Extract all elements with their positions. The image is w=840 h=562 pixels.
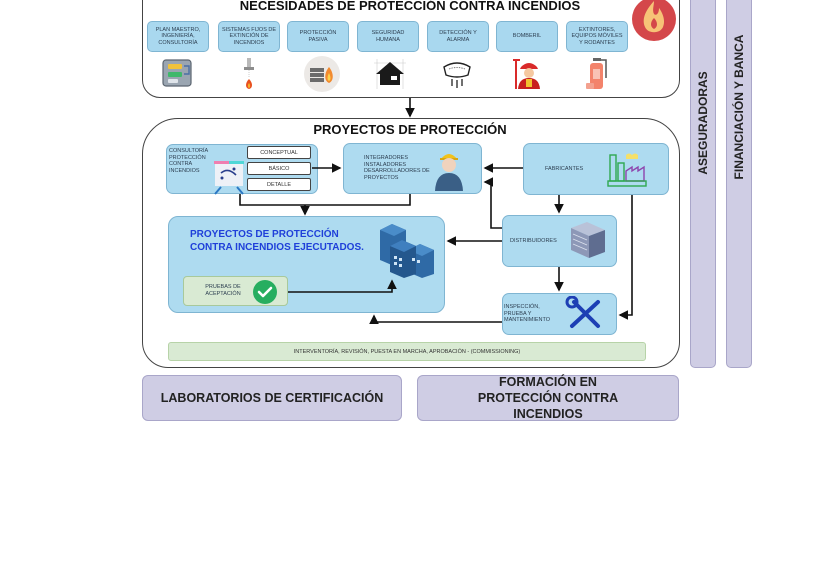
integrators-box	[343, 143, 482, 194]
arrow-manufacturers-to-inspection	[618, 195, 633, 320]
need-item-bomberil: BOMBERIL	[496, 21, 558, 52]
training-box: FORMACIÓN EN PROTECCIÓN CONTRA INCENDIOS	[417, 375, 679, 421]
need-item-seguridad-humana: SEGURIDAD HUMANA	[357, 21, 419, 52]
line-consulting-down	[239, 194, 411, 206]
manufacturers-label: FABRICANTES	[545, 166, 584, 172]
distributors-label: DISTRIBUIDORES	[510, 238, 557, 244]
firefighter-icon	[513, 59, 540, 89]
firewall-icon	[304, 56, 340, 92]
extinguisher-icon	[586, 58, 607, 89]
integrators-label: INTEGRADORES INSTALADORES DESARROLLADORE…	[364, 155, 430, 181]
finance-label: FINANCIACIÓN Y BANCA	[732, 34, 746, 180]
factory-icon	[607, 153, 647, 187]
training-label: FORMACIÓN EN PROTECCIÓN CONTRA INCENDIOS	[477, 374, 619, 422]
sprinkler-icon	[244, 58, 254, 89]
executed-label: PROYECTOS DE PROTECCIÓN CONTRA INCENDIOS…	[190, 229, 364, 253]
inspection-label: INSPECCIÓN, PRUEBA Y MANTENIMIENTO	[504, 304, 551, 324]
stage-basico: BÁSICO	[247, 162, 311, 175]
arrow-inspection-to-executed	[369, 314, 502, 324]
tools-icon	[565, 296, 600, 328]
need-item-extintores: EXTINTORES, EQUIPOS MÓVILES Y RODANTES	[566, 21, 628, 52]
commissioning-label: INTERVENTORÍA, REVISIÓN, PUESTA EN MARCH…	[293, 348, 521, 355]
stage-conceptual: CONCEPTUAL	[247, 146, 311, 159]
consulting-label: CONSULTORÍA PROTECCIÓN CONTRA INCENDIOS	[169, 148, 208, 174]
need-item-deteccion-alarma: DETECCIÓN Y ALARMA	[427, 21, 489, 52]
insurers-label: ASEGURADORAS	[696, 71, 710, 175]
flowchart-icon	[162, 59, 192, 87]
commissioning-bar: INTERVENTORÍA, REVISIÓN, PUESTA EN MARCH…	[168, 342, 646, 361]
finance-bar: FINANCIACIÓN Y BANCA	[726, 0, 752, 368]
need-item-plan-maestro: PLAN MAESTRO, INGENIERÍA, CONSULTORÍA	[147, 21, 209, 52]
flame-icon	[632, 0, 676, 41]
arrow-distributors-to-integrators	[483, 177, 502, 229]
needs-title: NECESIDADES DE PROTECCIÓN CONTRA INCENDI…	[239, 0, 581, 13]
inspection-box	[502, 293, 617, 335]
need-item-sistemas-fijos: SISTEMAS FIJOS DE EXTINCIÓN DE INCENDIOS	[218, 21, 280, 52]
house-icon	[374, 59, 406, 89]
labs-box: LABORATORIOS DE CERTIFICACIÓN	[142, 375, 402, 421]
labs-label: LABORATORIOS DE CERTIFICACIÓN	[160, 391, 384, 405]
insurers-bar: ASEGURADORAS	[690, 0, 716, 368]
worker-icon	[435, 154, 463, 191]
stage-detalle: DETALLE	[247, 178, 311, 191]
acceptance-label: PRUEBAS DE ACEPTACIÓN	[205, 284, 241, 297]
arrow-acceptance-to-buildings	[288, 279, 397, 293]
projects-title: PROYECTOS DE PROTECCIÓN	[313, 122, 507, 137]
need-item-proteccion-pasiva: PROTECCIÓN PASIVA	[287, 21, 349, 52]
whiteboard-icon	[214, 161, 244, 195]
check-icon	[253, 280, 277, 304]
smoke-detector-icon	[443, 62, 471, 88]
buildings-icon	[380, 224, 434, 278]
warehouse-icon	[571, 222, 605, 258]
